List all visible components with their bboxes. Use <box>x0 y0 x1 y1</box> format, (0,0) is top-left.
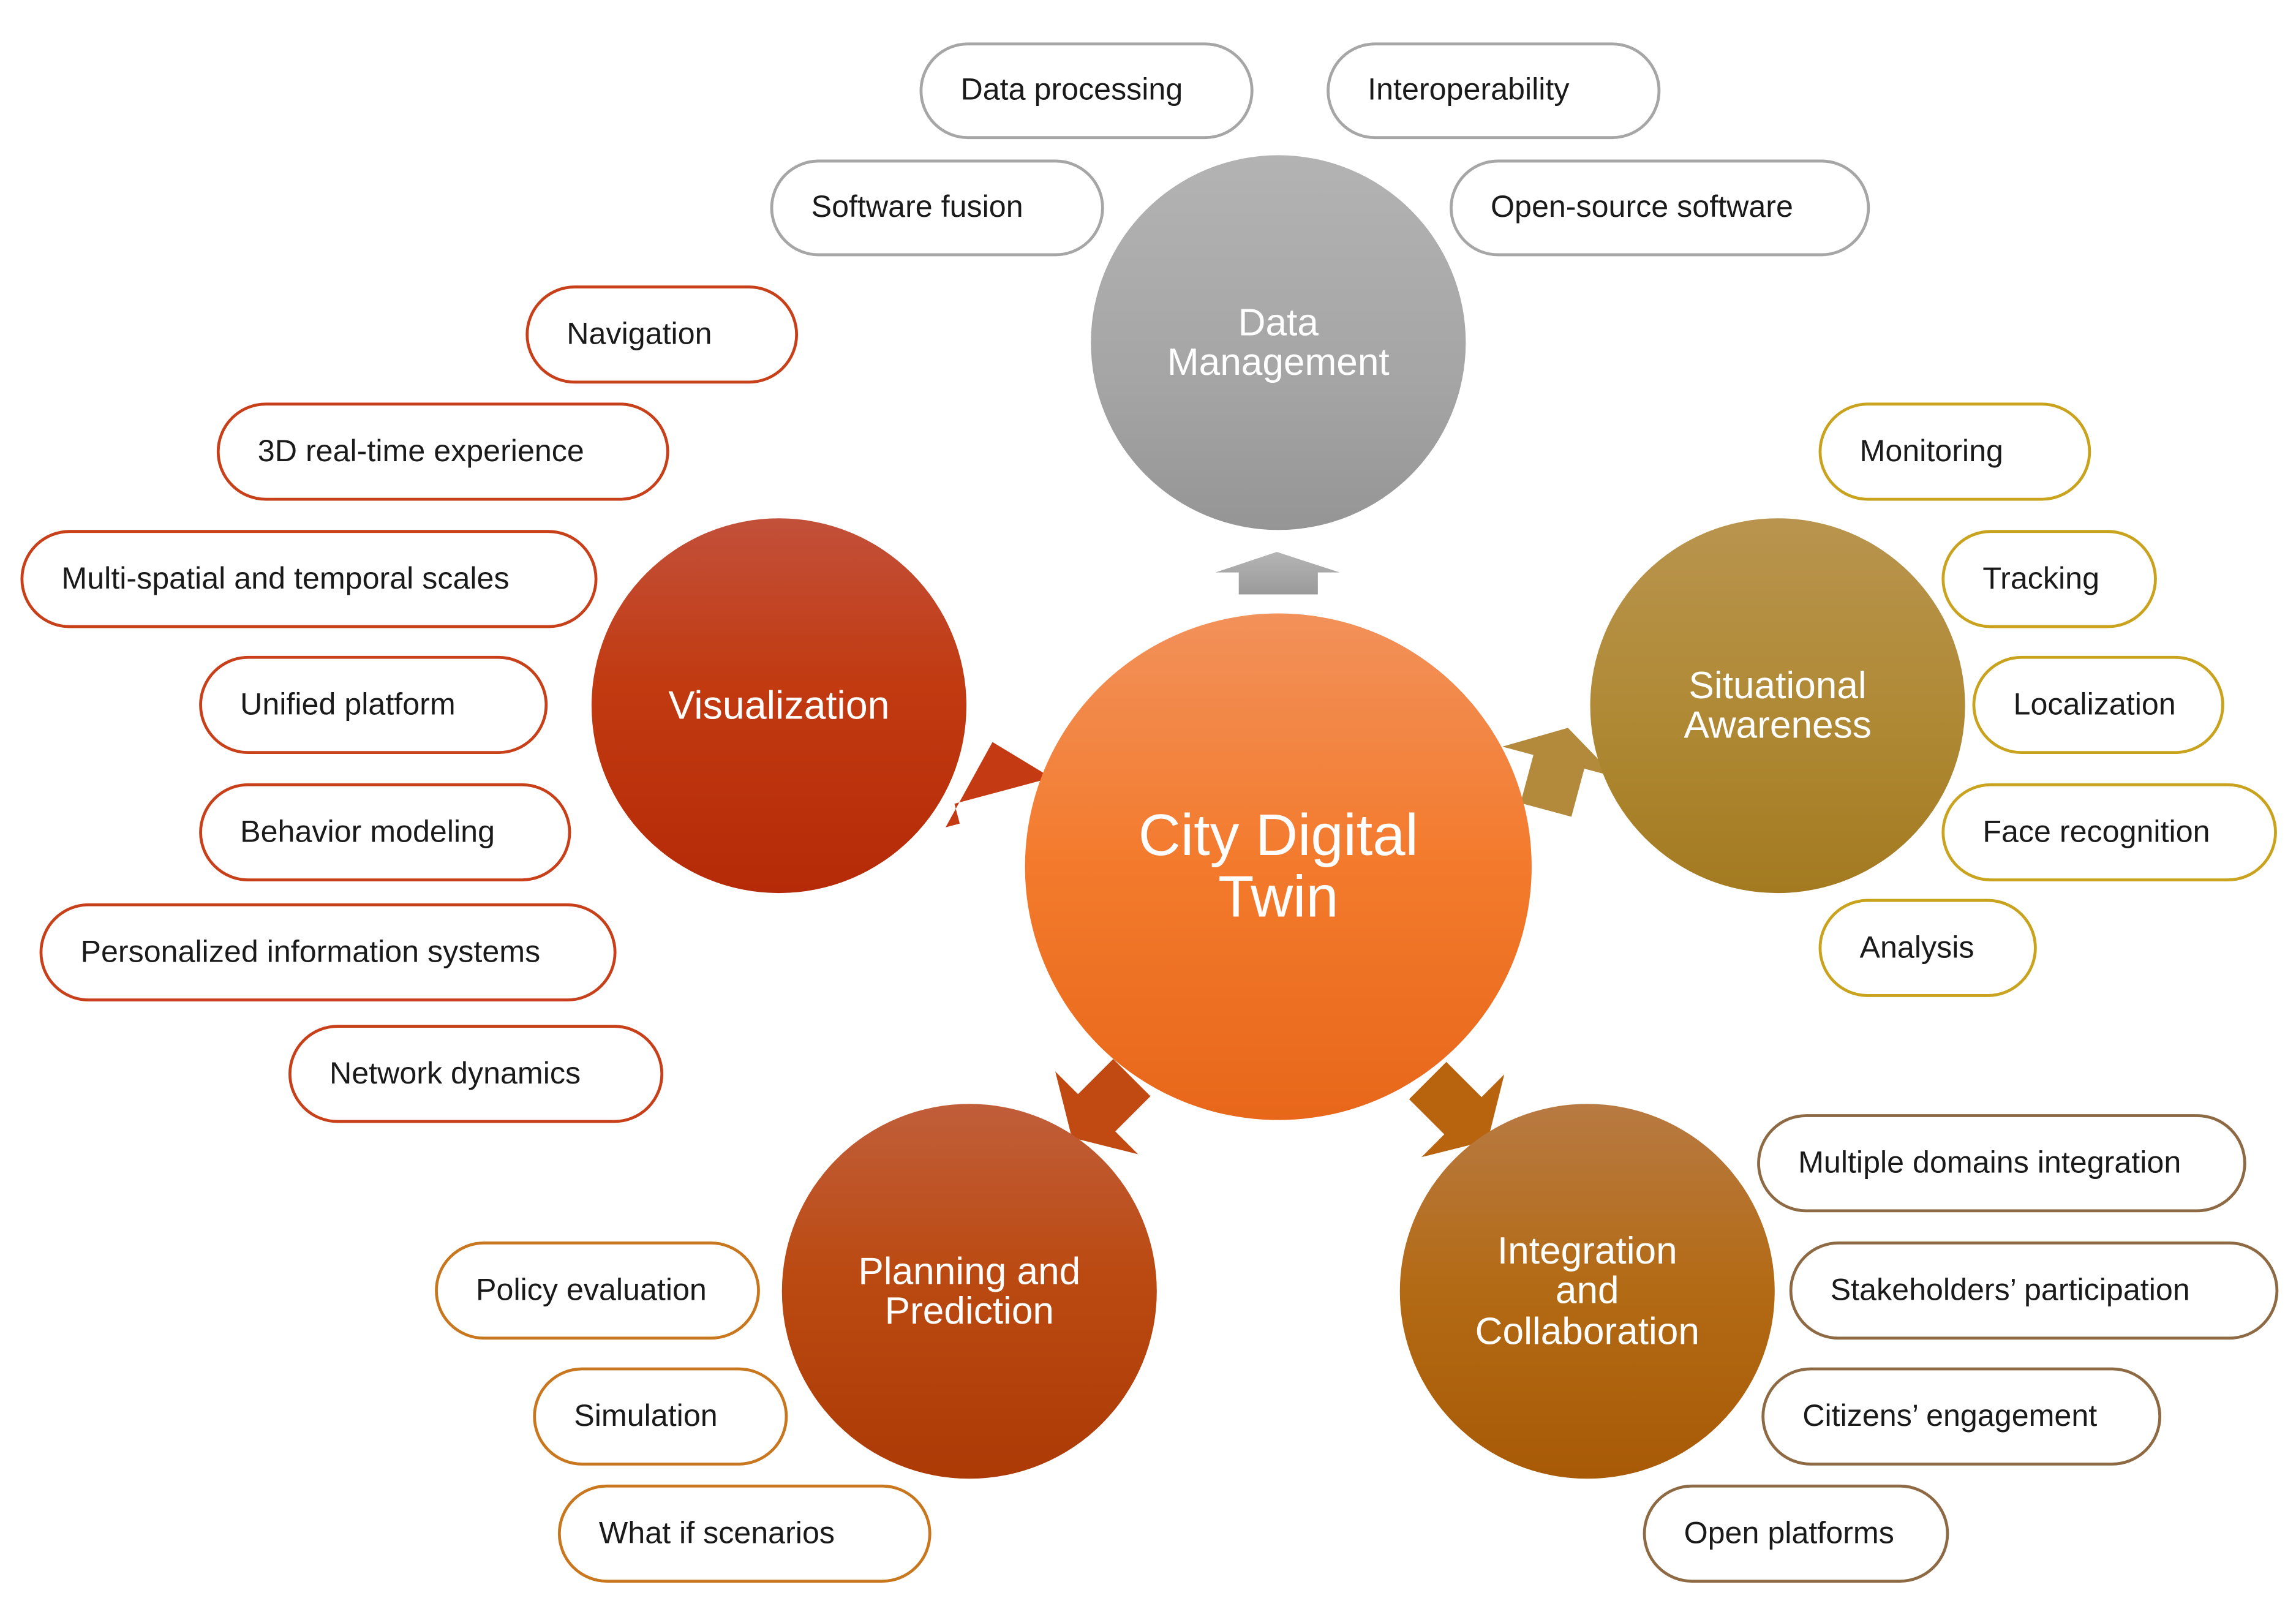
arrow-to-integration-collaboration <box>1409 1061 1505 1158</box>
visualization-item: Network dynamics <box>288 1025 664 1123</box>
data-management-item: Software fusion <box>770 159 1104 257</box>
data-management-title: Data Management <box>1167 300 1390 384</box>
planning-prediction-item: What if scenarios <box>557 1484 932 1583</box>
situational-awareness-item: Tracking <box>1941 530 2157 628</box>
visualization-item: Navigation <box>525 285 799 384</box>
data-management-item: Data processing <box>919 42 1254 140</box>
data-management-item: Interoperability <box>1327 42 1661 140</box>
integration-collaboration-item: Stakeholders’ participation <box>1789 1242 2279 1340</box>
arrow-to-data-management <box>1215 552 1340 595</box>
situational-awareness-item: Monitoring <box>1818 402 2091 501</box>
data-management-item: Open-source software <box>1450 159 1870 257</box>
situational-awareness-circle: Situational Awareness <box>1590 518 1965 894</box>
integration-collaboration-item: Multiple domains integration <box>1757 1114 2246 1213</box>
situational-awareness-item: Face recognition <box>1941 783 2277 881</box>
arrow-to-visualization <box>946 742 1076 827</box>
visualization-title: Visualization <box>668 683 890 728</box>
integration-collaboration-circle: Integration and Collaboration <box>1399 1104 1775 1479</box>
planning-prediction-item: Policy evaluation <box>435 1242 760 1340</box>
situational-awareness-title: Situational Awareness <box>1684 663 1872 747</box>
integration-collaboration-item: Citizens’ engagement <box>1761 1367 2162 1466</box>
visualization-circle: Visualization <box>591 518 967 894</box>
planning-prediction-circle: Planning and Prediction <box>781 1104 1157 1479</box>
visualization-item: Personalized information systems <box>39 903 617 1002</box>
center-circle: City Digital Twin <box>1025 613 1532 1120</box>
integration-collaboration-title: Integration and Collaboration <box>1475 1228 1699 1352</box>
data-management-circle: Data Management <box>1091 155 1466 530</box>
center-title: City Digital Twin <box>1138 804 1418 930</box>
visualization-item: Multi-spatial and temporal scales <box>20 530 598 628</box>
visualization-item: Behavior modeling <box>199 783 571 881</box>
arrow-to-planning-prediction <box>1055 1058 1151 1155</box>
integration-collaboration-item: Open platforms <box>1643 1484 1949 1583</box>
visualization-item: 3D real-time experience <box>216 402 669 501</box>
situational-awareness-item: Analysis <box>1818 899 2037 997</box>
planning-prediction-title: Planning and Prediction <box>858 1248 1081 1333</box>
visualization-item: Unified platform <box>199 655 548 755</box>
planning-prediction-item: Simulation <box>533 1367 788 1466</box>
arrow-to-situational-awareness <box>1502 728 1616 817</box>
situational-awareness-item: Localization <box>1972 655 2224 755</box>
